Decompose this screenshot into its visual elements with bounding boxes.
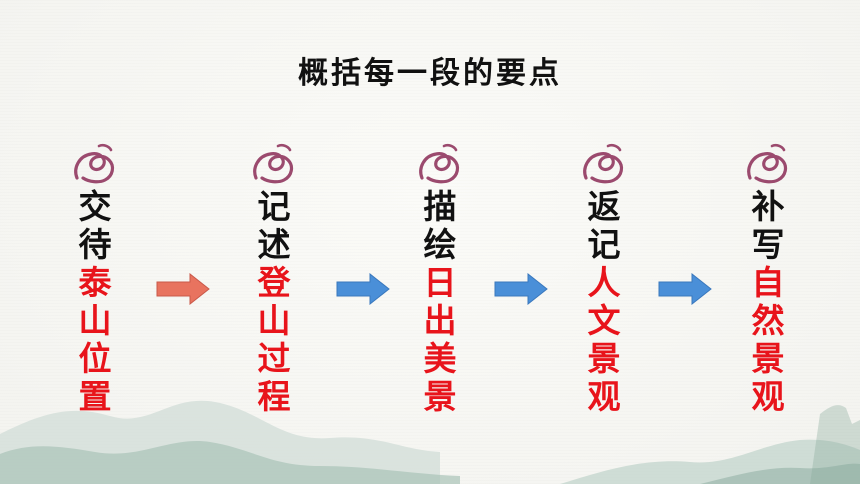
slide-title: 概括每一段的要点	[298, 56, 562, 91]
topic-char: 日	[423, 263, 457, 302]
topic-char: 景	[423, 377, 457, 416]
right-arrow-icon	[336, 273, 390, 305]
summary-column-4: 返 记 人 文 景 观	[574, 140, 634, 416]
right-arrow-icon	[658, 273, 712, 305]
topic-char: 景	[751, 339, 785, 378]
intro-char: 绘	[423, 225, 457, 264]
intro-char: 补	[751, 187, 785, 226]
intro-char: 述	[257, 225, 291, 264]
intro-char: 记	[257, 187, 291, 226]
topic-char: 山	[78, 301, 112, 340]
swirl-ornament-icon	[74, 143, 115, 184]
topic-char: 位	[78, 339, 112, 378]
intro-char: 描	[423, 187, 457, 226]
swirl-ornament-icon	[583, 143, 624, 184]
topic-char: 人	[587, 263, 621, 302]
topic-char: 程	[257, 377, 291, 416]
right-arrow-icon	[156, 273, 210, 305]
topic-char: 过	[257, 339, 291, 378]
right-arrow-icon	[494, 273, 548, 305]
intro-char: 返	[587, 187, 621, 226]
topic-char: 出	[423, 301, 457, 340]
summary-column-1: 交 待 泰 山 位 置	[65, 140, 125, 416]
topic-char: 登	[257, 263, 291, 302]
mountain-landscape-decoration	[0, 400, 860, 484]
summary-column-2: 记 述 登 山 过 程	[244, 140, 304, 416]
intro-char: 记	[587, 225, 621, 264]
topic-char: 置	[78, 377, 112, 416]
swirl-ornament-icon	[747, 143, 788, 184]
summary-column-3: 描 绘 日 出 美 景	[410, 140, 470, 416]
topic-char: 泰	[78, 263, 112, 302]
topic-char: 然	[751, 301, 785, 340]
summary-column-5: 补 写 自 然 景 观	[738, 140, 798, 416]
topic-char: 观	[751, 377, 785, 416]
intro-char: 待	[78, 225, 112, 264]
intro-char: 写	[751, 225, 785, 264]
topic-char: 文	[587, 301, 621, 340]
topic-char: 景	[587, 339, 621, 378]
topic-char: 自	[751, 263, 785, 302]
intro-char: 交	[78, 187, 112, 226]
topic-char: 观	[587, 377, 621, 416]
swirl-ornament-icon	[253, 143, 294, 184]
topic-char: 山	[257, 301, 291, 340]
swirl-ornament-icon	[419, 143, 460, 184]
topic-char: 美	[423, 339, 457, 378]
